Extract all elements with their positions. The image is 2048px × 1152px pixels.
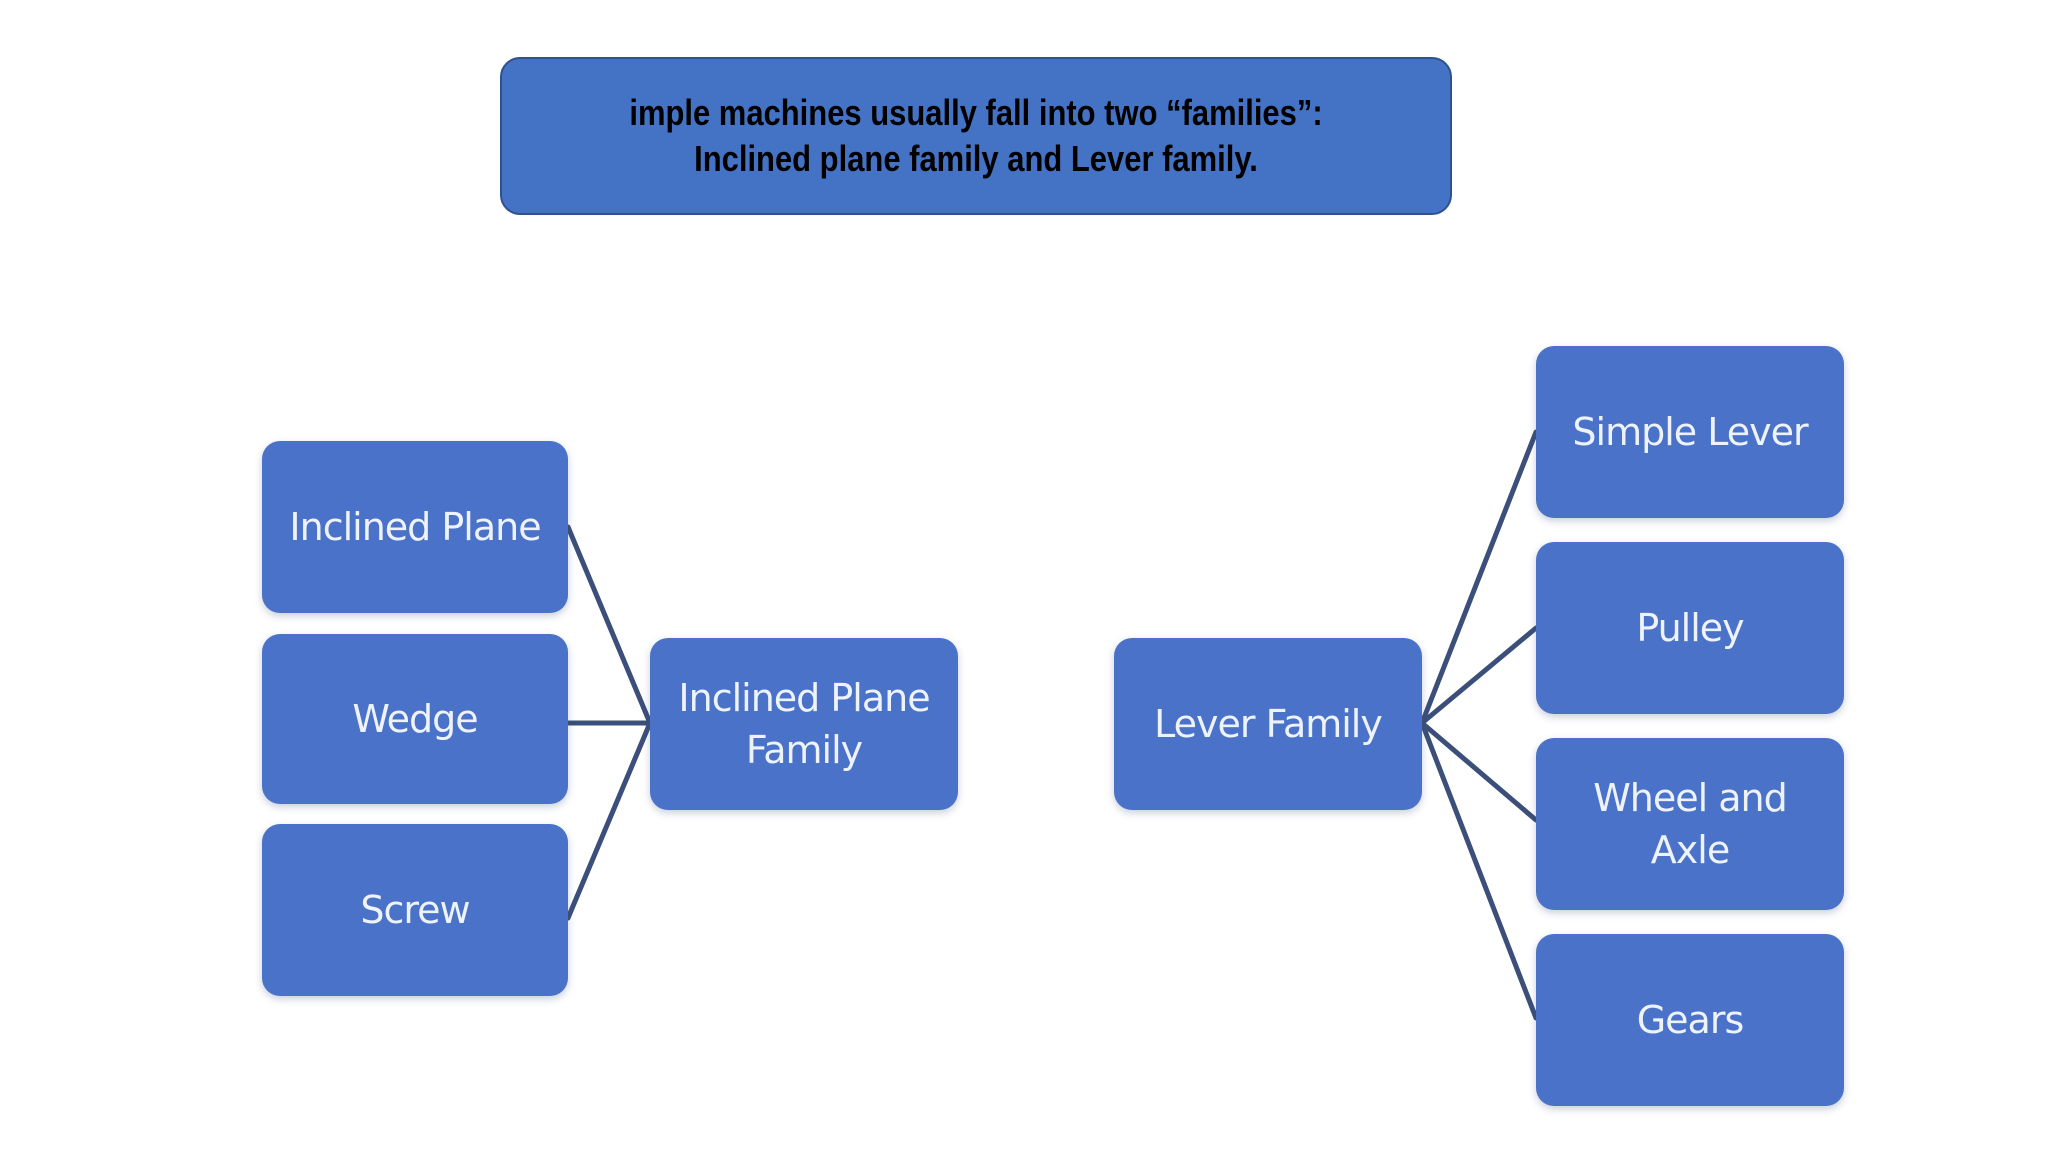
connector-inclined-plane [565,524,653,726]
node-label: Screw [360,888,470,932]
node-label: Inclined Plane Family [678,676,930,772]
node-wheel-and-axle: Wheel and Axle [1536,738,1844,910]
node-simple-lever: Simple Lever [1536,346,1844,518]
node-gears: Gears [1536,934,1844,1106]
node-lever-family: Lever Family [1114,638,1422,810]
connector-simple-lever [1419,429,1539,726]
connector-gears [1419,720,1539,1021]
connector-screw [565,720,653,921]
node-label: Pulley [1636,606,1744,650]
node-label: Inclined Plane [289,505,541,549]
node-label: Wedge [352,697,478,741]
node-inclined-plane-family: Inclined Plane Family [650,638,958,810]
title-text: imple machines usually fall into two “fa… [629,92,1323,179]
node-wedge: Wedge [262,634,568,804]
title-banner: imple machines usually fall into two “fa… [500,57,1452,215]
node-label: Lever Family [1154,702,1383,746]
node-label: Gears [1636,998,1745,1042]
connector-pulley [1419,625,1539,726]
node-screw: Screw [262,824,568,996]
node-label: Wheel and Axle [1593,776,1788,872]
node-pulley: Pulley [1536,542,1844,714]
node-inclined-plane: Inclined Plane [262,441,568,613]
node-label: Simple Lever [1572,410,1808,454]
connector-wheel-and-axle [1419,720,1539,823]
